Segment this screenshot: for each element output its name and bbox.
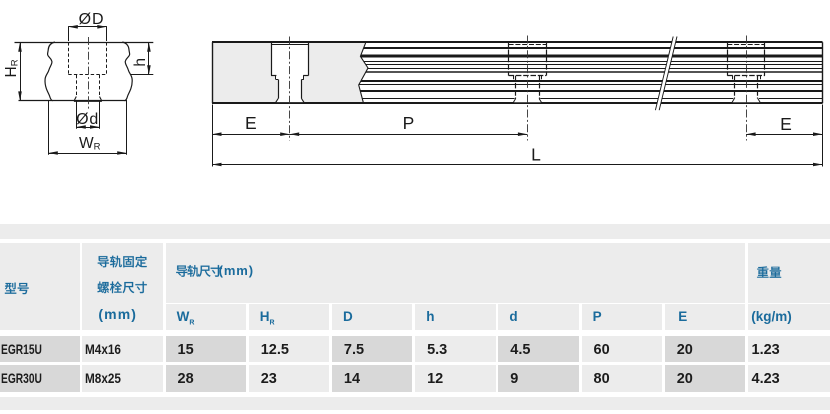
svg-text:L: L — [531, 145, 541, 165]
svg-text:P: P — [403, 113, 415, 133]
svg-text:WR: WR — [79, 135, 101, 153]
svg-text:E: E — [780, 114, 792, 134]
svg-text:HR: HR — [3, 59, 21, 77]
svg-text:E: E — [245, 113, 257, 133]
svg-text:h: h — [132, 58, 149, 67]
svg-text:Ød: Ød — [76, 111, 99, 128]
svg-text:ØD: ØD — [79, 11, 105, 28]
